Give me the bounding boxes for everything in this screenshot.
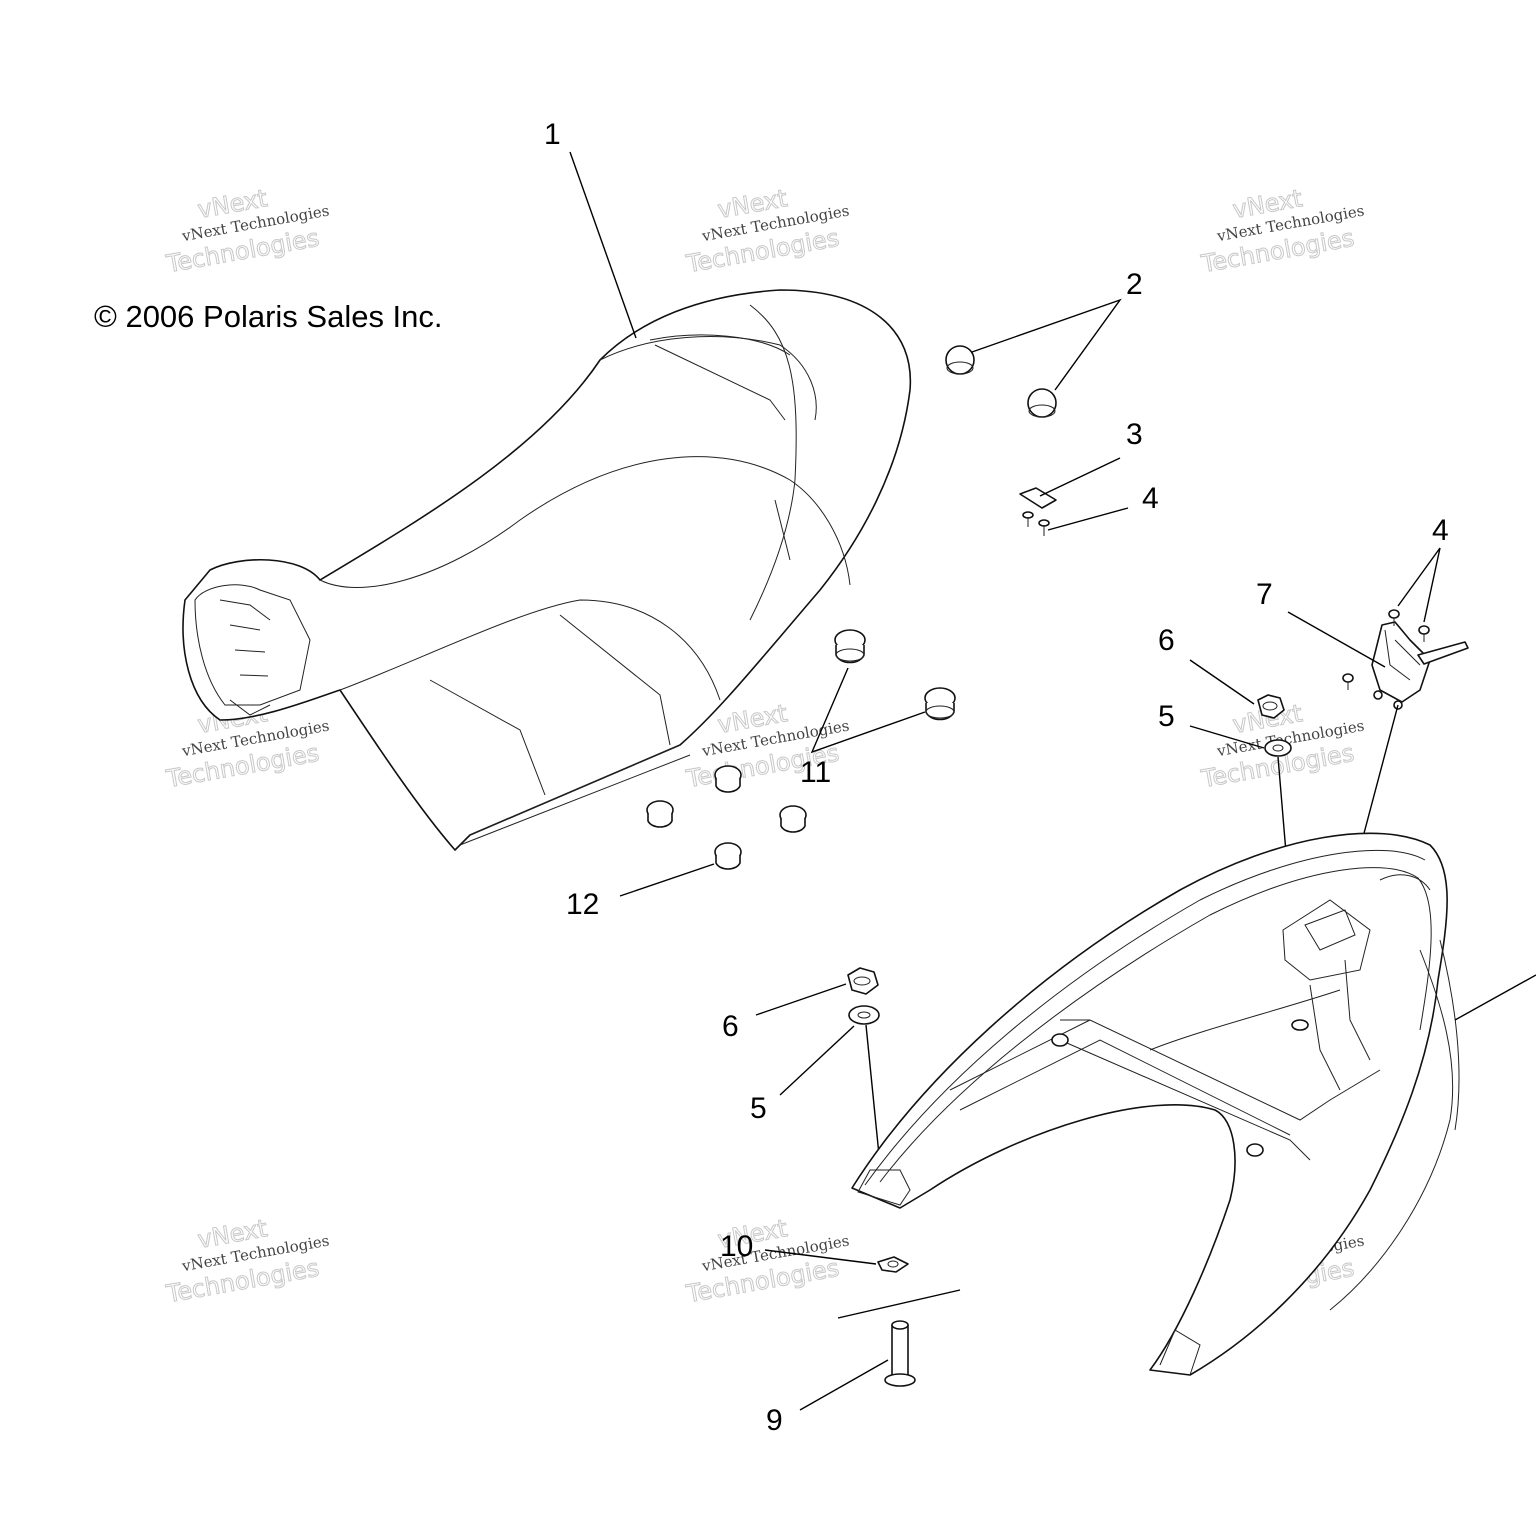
leader-line [755,983,847,1016]
screw-part[interactable] [1038,519,1050,536]
washer-part[interactable] [1264,739,1292,757]
callout-9: 9 [766,1404,783,1437]
callout-5a: 5 [1158,700,1175,733]
watermark: vNext vNext Technologies Technologies [1198,184,1366,279]
callout-4a: 4 [1142,482,1159,515]
rear-cowl-part[interactable] [851,832,1460,1376]
screw-part[interactable] [1022,511,1034,527]
callout-4b: 4 [1432,514,1449,547]
leader-line [779,1025,855,1096]
leader-line [1189,659,1255,705]
watermark: vNext vNext Technologies Technologies [683,184,851,279]
nut-part[interactable] [877,1256,909,1273]
callout-3: 3 [1126,418,1143,451]
leader-line [971,298,1122,391]
latch-part[interactable] [1371,621,1469,710]
callout-11: 11 [800,756,831,789]
copyright-text: © 2006 Polaris Sales Inc. [94,299,443,334]
leader-line [1287,611,1386,668]
nut-part[interactable] [1257,694,1285,719]
callout-12: 12 [566,888,599,921]
screw-part[interactable] [1342,673,1354,690]
leader-line [837,1289,961,1319]
grommet-part[interactable] [714,765,742,793]
leader-line [865,1024,881,1166]
leader-line [1047,507,1129,531]
leader-line [1454,974,1536,1021]
leader-line [619,863,715,897]
watermark: vNext vNext Technologies Technologies [163,184,331,279]
leader-line [1397,547,1441,623]
seat-part[interactable] [182,289,912,851]
callout-1: 1 [544,118,561,151]
callout-6b: 6 [722,1010,739,1043]
callout-5b: 5 [750,1092,767,1125]
leader-line [1189,725,1265,749]
callout-2: 2 [1126,268,1143,301]
bolt-part[interactable] [884,1320,916,1387]
grommet-part[interactable] [779,805,807,833]
callout-10: 10 [720,1230,753,1263]
grommet-part[interactable] [834,629,866,664]
grommet-part[interactable] [924,687,956,721]
bumper-part[interactable] [945,345,975,375]
callout-7: 7 [1256,578,1273,611]
washer-part[interactable] [848,1005,880,1025]
leader-line [810,667,926,754]
leader-line [799,1359,889,1411]
watermark: vNext vNext Technologies Technologies [163,1214,331,1309]
callout-6a: 6 [1158,624,1175,657]
grommet-part[interactable] [714,842,742,870]
watermark: vNext vNext Technologies Technologies [683,1214,851,1309]
grommet-part[interactable] [646,800,674,828]
leader-line [569,151,637,339]
nut-part[interactable] [847,967,879,995]
leader-line [764,1249,877,1265]
screw-part[interactable] [1388,609,1400,626]
leader-line [1039,457,1121,497]
screw-part[interactable] [1418,625,1430,642]
bumper-part[interactable] [1027,388,1057,418]
clip-part[interactable] [1019,487,1057,509]
